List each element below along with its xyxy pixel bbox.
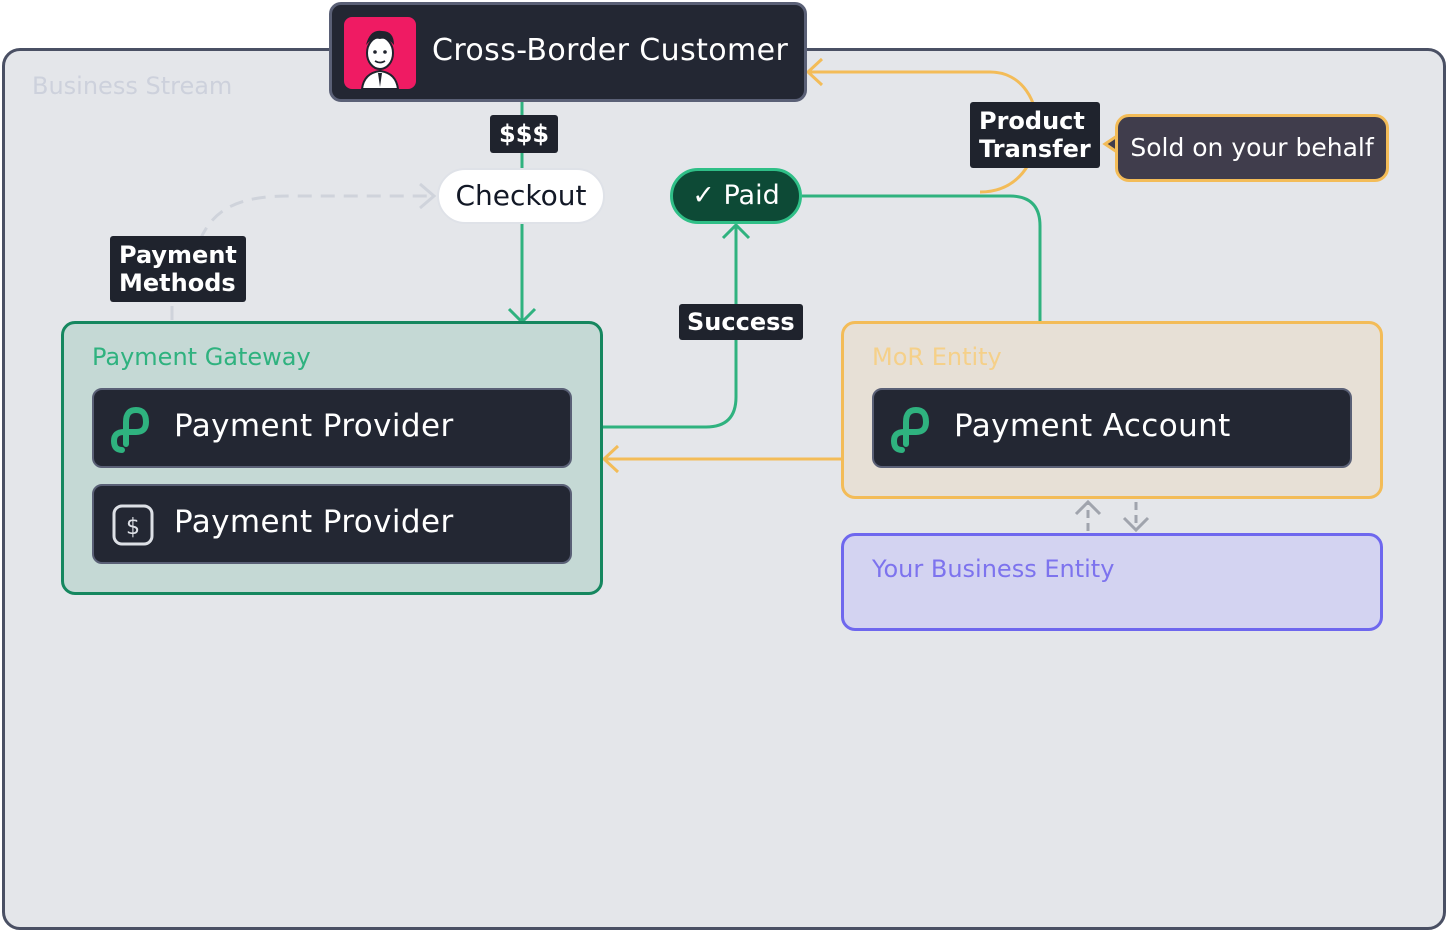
product-transfer-tag-line1: Product	[979, 107, 1085, 135]
svg-text:$: $	[126, 515, 140, 540]
customer-title: Cross-Border Customer	[432, 33, 789, 68]
sold-callout-pointer	[1102, 134, 1118, 154]
payment-account-node: Payment Account	[872, 388, 1352, 468]
mor-to-gateway-arrowhead	[601, 444, 620, 474]
business-entity-label: Your Business Entity	[872, 555, 1115, 583]
payment-methods-arrowhead	[419, 182, 437, 210]
check-icon: ✓	[692, 180, 715, 211]
paid-arrowhead	[721, 222, 751, 240]
sold-on-behalf-callout: Sold on your behalf	[1115, 114, 1389, 182]
business-entity-group	[841, 533, 1383, 631]
payment-provider-node: $ Payment Provider	[92, 484, 572, 564]
business-stream-label: Business Stream	[32, 72, 233, 100]
checkout-node: Checkout	[437, 168, 605, 224]
payment-provider-label: Payment Provider	[174, 408, 454, 444]
infinity-link-icon	[110, 406, 150, 453]
payment-methods-tag-line2: Methods	[119, 269, 236, 297]
product-transfer-tag: Product Transfer	[972, 104, 1098, 166]
payment-account-label: Payment Account	[954, 408, 1231, 444]
paid-to-account-line	[802, 194, 1042, 386]
customer-node: Cross-Border Customer	[329, 2, 807, 102]
dollar-square-icon: $	[112, 504, 154, 546]
infinity-link-icon	[890, 406, 930, 453]
paid-status-badge: ✓ Paid	[670, 168, 802, 224]
provider-to-paid-line	[572, 226, 738, 429]
mor-entity-label: MoR Entity	[872, 343, 1002, 371]
payment-provider-node: Payment Provider	[92, 388, 572, 468]
paid-label: Paid	[723, 180, 780, 211]
person-avatar-icon	[344, 17, 416, 89]
success-tag: Success	[681, 306, 801, 338]
product-transfer-arrowhead	[805, 57, 824, 87]
product-transfer-tag-line2: Transfer	[979, 135, 1091, 163]
payment-methods-tag-line1: Payment	[119, 241, 237, 269]
payment-methods-connector	[170, 194, 432, 320]
money-tag: $$$	[492, 117, 557, 151]
business-up-arrowhead	[1074, 499, 1102, 516]
payment-gateway-label: Payment Gateway	[92, 343, 311, 371]
business-down-arrowhead	[1122, 516, 1150, 533]
payment-methods-tag: Payment Methods	[112, 238, 244, 300]
payment-provider-label: Payment Provider	[174, 504, 454, 540]
